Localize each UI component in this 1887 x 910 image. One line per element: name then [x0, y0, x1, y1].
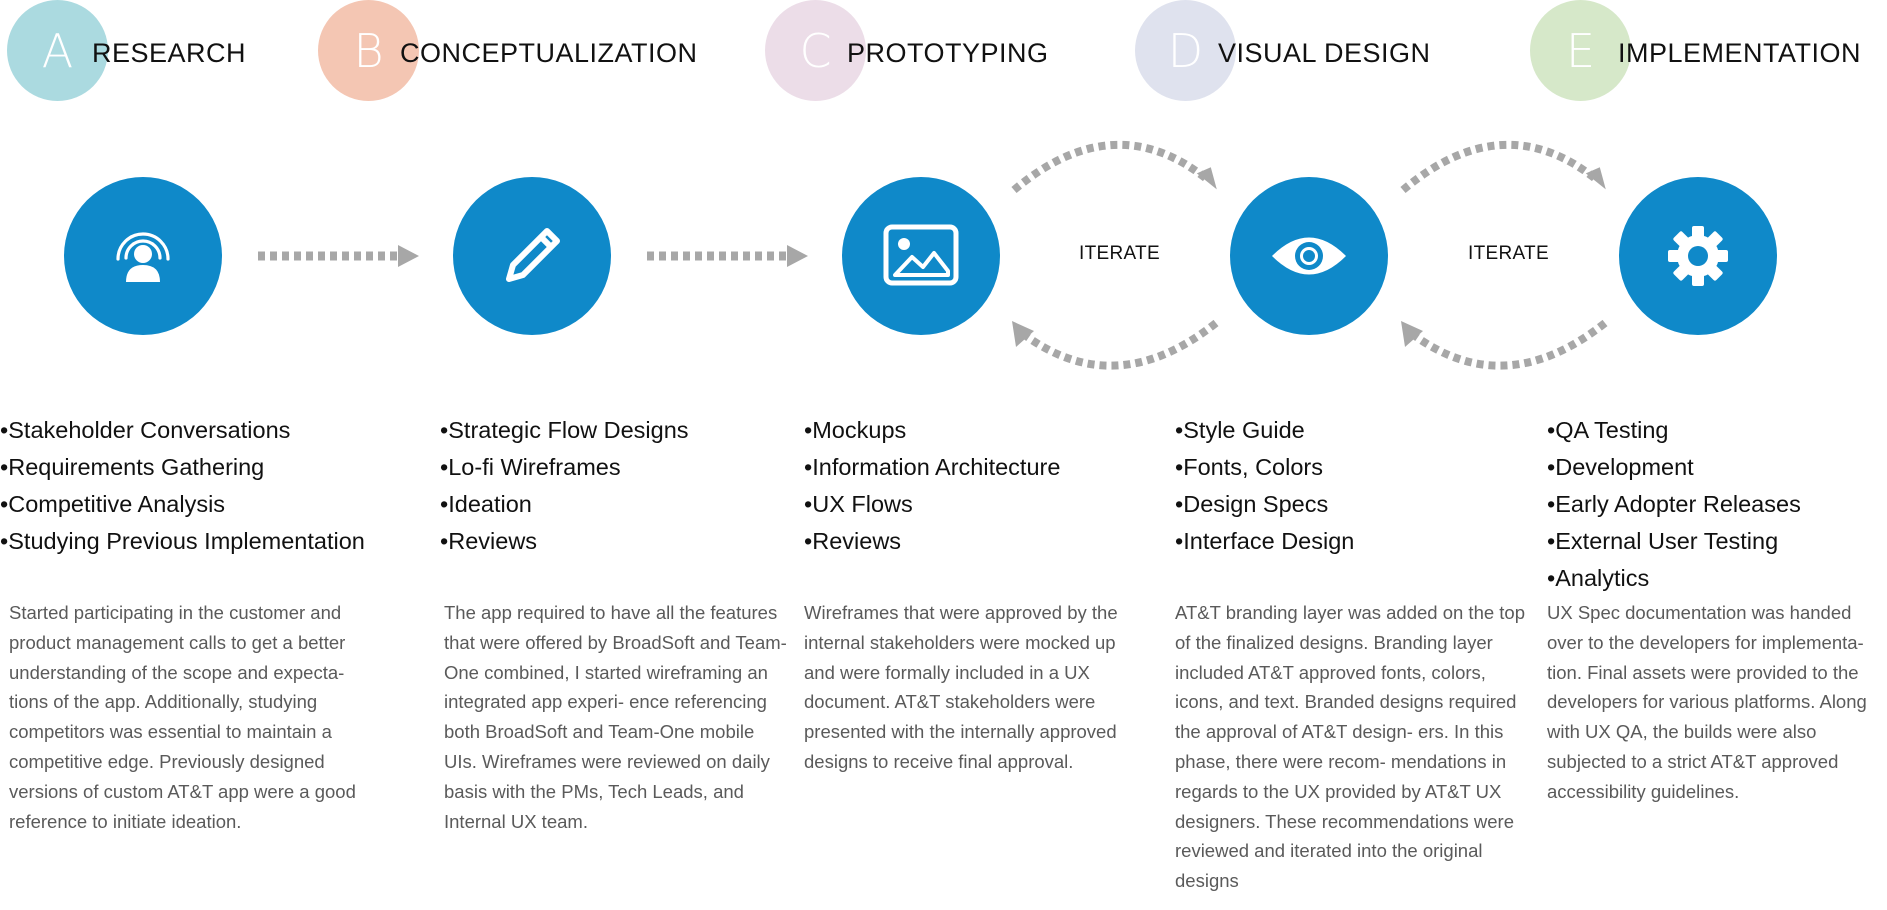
arrow-research-to-conceptualization — [258, 245, 419, 267]
eye-icon — [1272, 237, 1346, 275]
phase-letter: D — [1167, 23, 1204, 78]
gear-icon — [1668, 226, 1728, 286]
list-item: Strategic Flow Designs — [440, 412, 688, 449]
phase-title: PROTOTYPING — [847, 38, 1049, 68]
phase-title: IMPLEMENTATION — [1618, 38, 1862, 68]
arrow-conceptualization-to-prototyping — [647, 245, 808, 267]
list-item: QA Testing — [1547, 412, 1801, 449]
prototyping-icon-circle — [842, 177, 1000, 335]
phase-letter: E — [1565, 23, 1596, 78]
pencil-icon — [506, 228, 560, 282]
phase-badge-c: C — [765, 0, 866, 101]
research-bullets: Stakeholder Conversations Requirements G… — [0, 412, 365, 560]
prototyping-bullets: Mockups Information Architecture UX Flow… — [804, 412, 1060, 560]
iterate-loop-visual-implementation — [1400, 141, 1608, 370]
list-item: Ideation — [440, 486, 689, 523]
research-icon-circle — [64, 177, 222, 335]
list-item: Early Adopter Releases — [1547, 486, 1801, 523]
phase-header-prototyping: C PROTOTYPING — [758, 0, 1198, 104]
phase-letter: B — [353, 23, 384, 78]
list-item: Lo-fi Wireframes — [440, 449, 689, 486]
list-item: Mockups — [804, 412, 1060, 449]
implementation-description: UX Spec documentation was handed over to… — [1547, 602, 1867, 802]
list-item: External User Testing — [1547, 523, 1801, 560]
phase-title: VISUAL DESIGN — [1218, 38, 1431, 68]
implementation-bullets: QA Testing Development Early Adopter Rel… — [1547, 412, 1801, 597]
phase-letter: C — [799, 23, 832, 78]
list-item: UX Flows — [804, 486, 1060, 523]
conceptualization-icon-circle — [453, 177, 611, 335]
phase-header-implementation: E IMPLEMENTATION — [1523, 0, 1887, 104]
user-broadcast-icon — [116, 232, 170, 282]
list-item: Reviews — [804, 523, 1060, 560]
iterate-label-2: ITERATE — [1468, 243, 1549, 264]
visual-design-description: AT&T branding layer was added on the top… — [1175, 602, 1526, 892]
iterate-loop-prototyping-visual — [1011, 141, 1219, 370]
list-item: Interface Design — [1175, 523, 1354, 560]
phase-title: RESEARCH — [92, 38, 247, 68]
phase-badge-a: A — [7, 0, 108, 101]
phase-title: CONCEPTUALIZATION — [400, 38, 698, 68]
list-item: Studying Previous Implementation — [0, 523, 365, 560]
iterate-label-1: ITERATE — [1079, 243, 1160, 264]
visual-design-icon-circle — [1230, 177, 1388, 335]
phase-badge-e: E — [1530, 0, 1631, 101]
list-item: Design Specs — [1175, 486, 1354, 523]
phase-badge-d: D — [1135, 0, 1236, 101]
list-item: Fonts, Colors — [1175, 449, 1354, 486]
conceptualization-bullets: Strategic Flow Designs Lo-fi Wireframes … — [440, 412, 689, 560]
list-item: Requirements Gathering — [0, 449, 365, 486]
list-item: Reviews — [440, 523, 689, 560]
list-item: Analytics — [1547, 560, 1801, 597]
phase-header-conceptualization: B CONCEPTUALIZATION — [311, 0, 751, 104]
visual-design-bullets: Style Guide Fonts, Colors Design Specs I… — [1175, 412, 1354, 560]
list-item: Information Architecture — [804, 449, 1060, 486]
image-icon — [883, 224, 959, 286]
research-description: Started participating in the customer an… — [9, 602, 356, 832]
list-item: Style Guide — [1175, 412, 1354, 449]
phase-header-research: A RESEARCH — [0, 0, 440, 104]
list-item: Development — [1547, 449, 1801, 486]
phase-letter: A — [41, 23, 74, 78]
list-item: Stakeholder Conversations — [0, 412, 365, 449]
conceptualization-description: The app required to have all the feature… — [444, 602, 787, 832]
prototyping-description: Wireframes that were approved by the int… — [804, 602, 1118, 772]
phase-badge-b: B — [318, 0, 419, 101]
phase-header-visual-design: D VISUAL DESIGN — [1128, 0, 1568, 104]
implementation-icon-circle — [1619, 177, 1777, 335]
list-item: Competitive Analysis — [0, 486, 365, 523]
